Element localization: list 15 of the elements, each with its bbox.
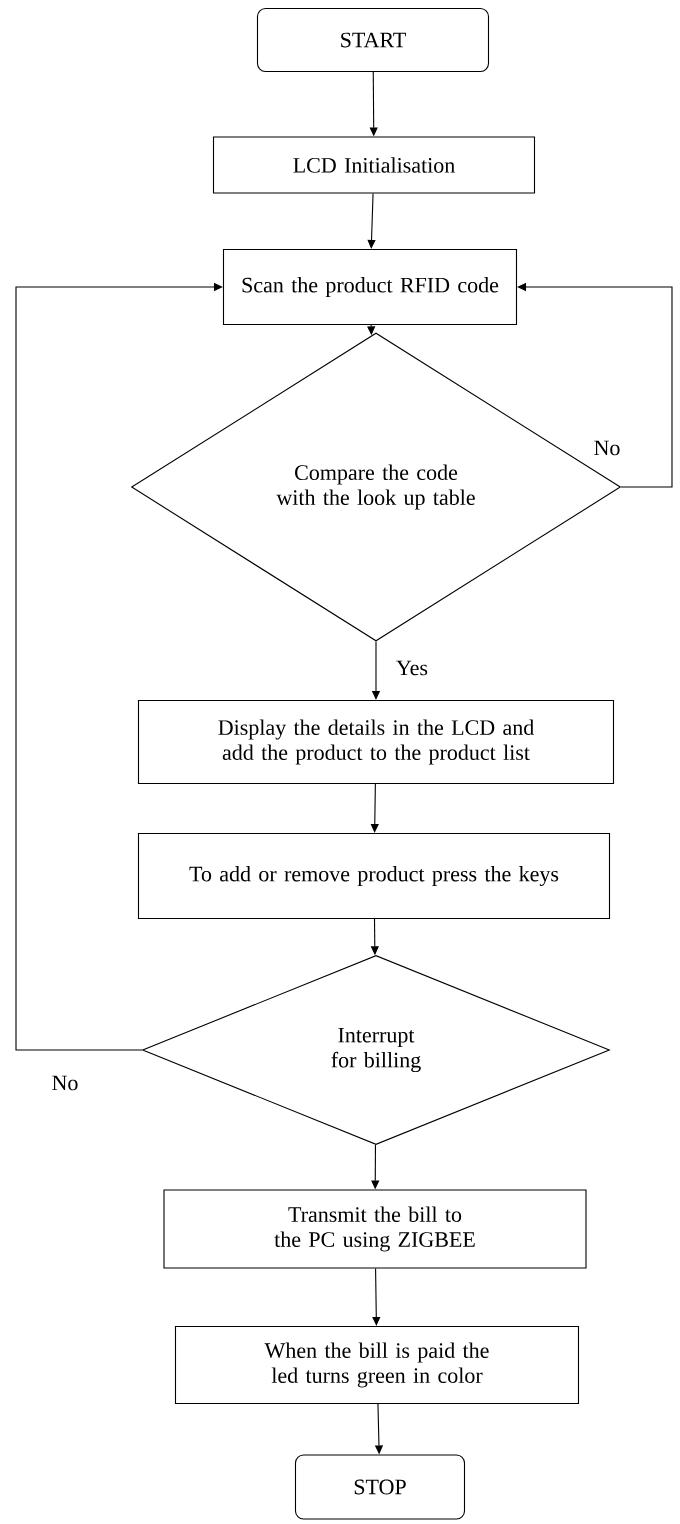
arrow [372, 1268, 381, 1326]
arrow [15, 282, 223, 1051]
process-box: Display the details in the LCD and add the product to the product list [137, 699, 615, 785]
process-box: LCD Initialisation [212, 136, 536, 194]
process-box: Transmit the bill to the PC using ZIGBEE [163, 1189, 587, 1269]
process-box: When the bill is paid the led turns green in color [174, 1325, 580, 1405]
process-box: To add or remove product press the keys [137, 832, 611, 920]
edge-label: Yes [395, 659, 429, 677]
terminal-box: START [256, 7, 490, 73]
terminal-box: STOP [294, 1454, 466, 1520]
process-box: Scan the product RFID code [222, 248, 518, 326]
arrow [367, 193, 376, 249]
arrow [370, 783, 379, 833]
edge-label: No [50, 1074, 80, 1092]
edge-label: No [592, 439, 622, 457]
